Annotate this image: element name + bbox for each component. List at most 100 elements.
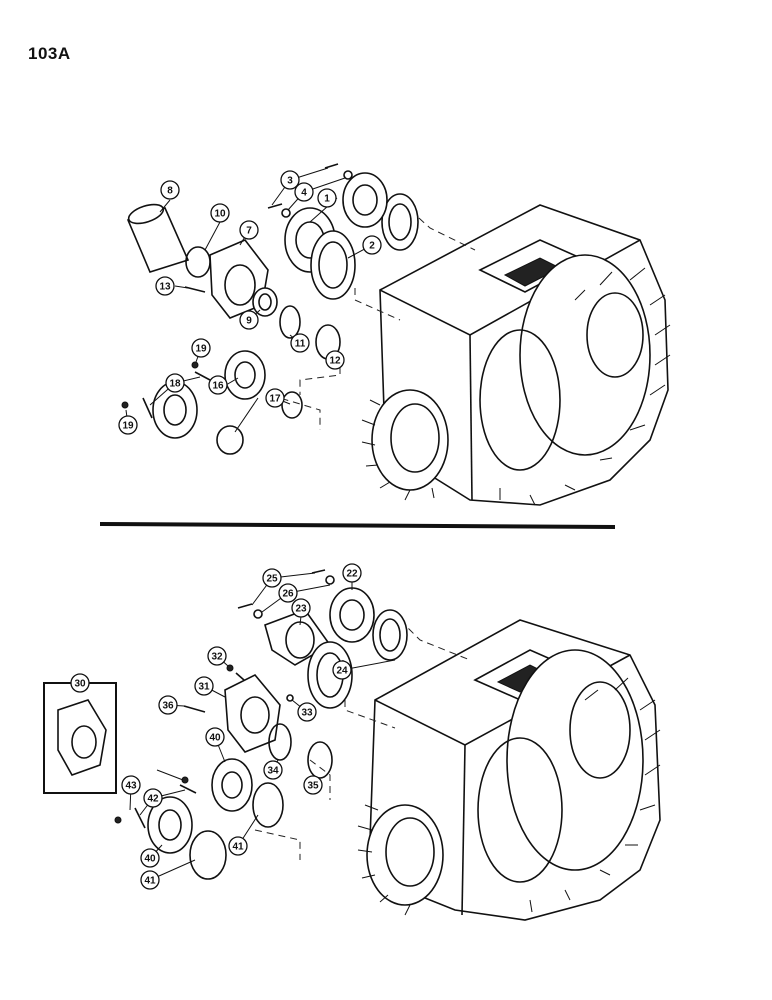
callout-31: 31 <box>194 676 214 696</box>
callout-circle <box>317 188 337 208</box>
callout-circle <box>143 788 163 808</box>
callout-16: 16 <box>208 375 228 395</box>
callout-number: 4 <box>301 188 307 199</box>
callout-circle <box>121 775 141 795</box>
callout-circle <box>342 563 362 583</box>
bottom-projection-lines <box>254 619 471 860</box>
callout-number: 40 <box>209 733 221 744</box>
callout-circle <box>228 836 248 856</box>
callout-circle <box>290 333 310 353</box>
callout-circle <box>294 182 314 202</box>
callout-8: 8 <box>160 180 180 200</box>
callout-number: 23 <box>295 604 307 615</box>
callout-number: 9 <box>246 316 252 327</box>
callout-circle <box>325 350 345 370</box>
callout-3: 3 <box>280 170 300 190</box>
callout-11: 11 <box>290 333 310 353</box>
callout-number: 17 <box>269 394 281 405</box>
callout-number: 3 <box>287 176 293 187</box>
callout-22: 22 <box>342 563 362 583</box>
callout-19: 19 <box>191 338 211 358</box>
callout-41: 41 <box>140 870 160 890</box>
callout-number: 40 <box>144 854 156 865</box>
callout-number: 25 <box>266 574 278 585</box>
callout-circle <box>158 695 178 715</box>
callout-circle <box>239 220 259 240</box>
callout-circle <box>297 702 317 722</box>
callout-number: 16 <box>212 381 224 392</box>
callout-circle <box>263 760 283 780</box>
callout-number: 43 <box>125 781 137 792</box>
callout-circle <box>194 676 214 696</box>
callout-number: 10 <box>214 209 226 220</box>
callout-circle <box>191 338 211 358</box>
callout-number: 13 <box>159 282 171 293</box>
callout-33: 33 <box>297 702 317 722</box>
callout-42: 42 <box>143 788 163 808</box>
callout-number: 1 <box>324 194 330 205</box>
callout-circle <box>140 870 160 890</box>
callout-34: 34 <box>263 760 283 780</box>
callout-number: 22 <box>346 569 358 580</box>
callout-circle <box>155 276 175 296</box>
callout-circle <box>280 170 300 190</box>
callout-number: 7 <box>246 226 252 237</box>
callout-circle <box>332 660 352 680</box>
callout-number: 24 <box>336 666 348 677</box>
callout-number: 11 <box>295 339 306 350</box>
callout-number: 34 <box>267 766 279 777</box>
callout-9: 9 <box>239 310 259 330</box>
page-number: 103A <box>28 44 71 63</box>
top-parts <box>121 163 419 455</box>
callout-number: 41 <box>144 876 156 887</box>
callout-24: 24 <box>332 660 352 680</box>
callout-circle <box>262 568 282 588</box>
callout-1: 1 <box>317 188 337 208</box>
callout-12: 12 <box>325 350 345 370</box>
callout-number: 26 <box>282 589 294 600</box>
callout-number: 12 <box>329 356 341 367</box>
callout-32: 32 <box>207 646 227 666</box>
callout-2: 2 <box>362 235 382 255</box>
callout-35: 35 <box>303 775 323 795</box>
callout-circle <box>210 203 230 223</box>
callout-number: 36 <box>162 701 174 712</box>
callout-circle <box>118 415 138 435</box>
callout-number: 33 <box>301 708 313 719</box>
callout-number: 8 <box>167 186 173 197</box>
callout-circle <box>160 180 180 200</box>
top-projection-lines <box>269 209 476 430</box>
callout-10: 10 <box>210 203 230 223</box>
callout-4: 4 <box>294 182 314 202</box>
callout-number: 2 <box>369 241 375 252</box>
callout-number: 41 <box>232 842 244 853</box>
callout-41: 41 <box>228 836 248 856</box>
callout-circle <box>291 598 311 618</box>
callout-number: 35 <box>307 781 319 792</box>
callout-circle <box>205 727 225 747</box>
callout-26: 26 <box>278 583 298 603</box>
callout-40: 40 <box>205 727 225 747</box>
inset-box-30 <box>43 682 117 794</box>
callout-circle <box>303 775 323 795</box>
callout-36: 36 <box>158 695 178 715</box>
callout-40: 40 <box>140 848 160 868</box>
section-divider <box>99 522 616 529</box>
callout-circle <box>278 583 298 603</box>
callout-13: 13 <box>155 276 175 296</box>
callout-circle <box>70 673 90 693</box>
bottom-housing <box>357 619 661 921</box>
callout-43: 43 <box>121 775 141 795</box>
callout-18: 18 <box>165 373 185 393</box>
callout-30: 30 <box>70 673 90 693</box>
callout-number: 31 <box>198 682 210 693</box>
callout-number: 19 <box>122 421 134 432</box>
callout-number: 18 <box>169 379 181 390</box>
callout-number: 30 <box>74 679 86 690</box>
callout-7: 7 <box>239 220 259 240</box>
callout-number: 19 <box>195 344 207 355</box>
callout-23: 23 <box>291 598 311 618</box>
callout-circle <box>207 646 227 666</box>
callout-19: 19 <box>118 415 138 435</box>
